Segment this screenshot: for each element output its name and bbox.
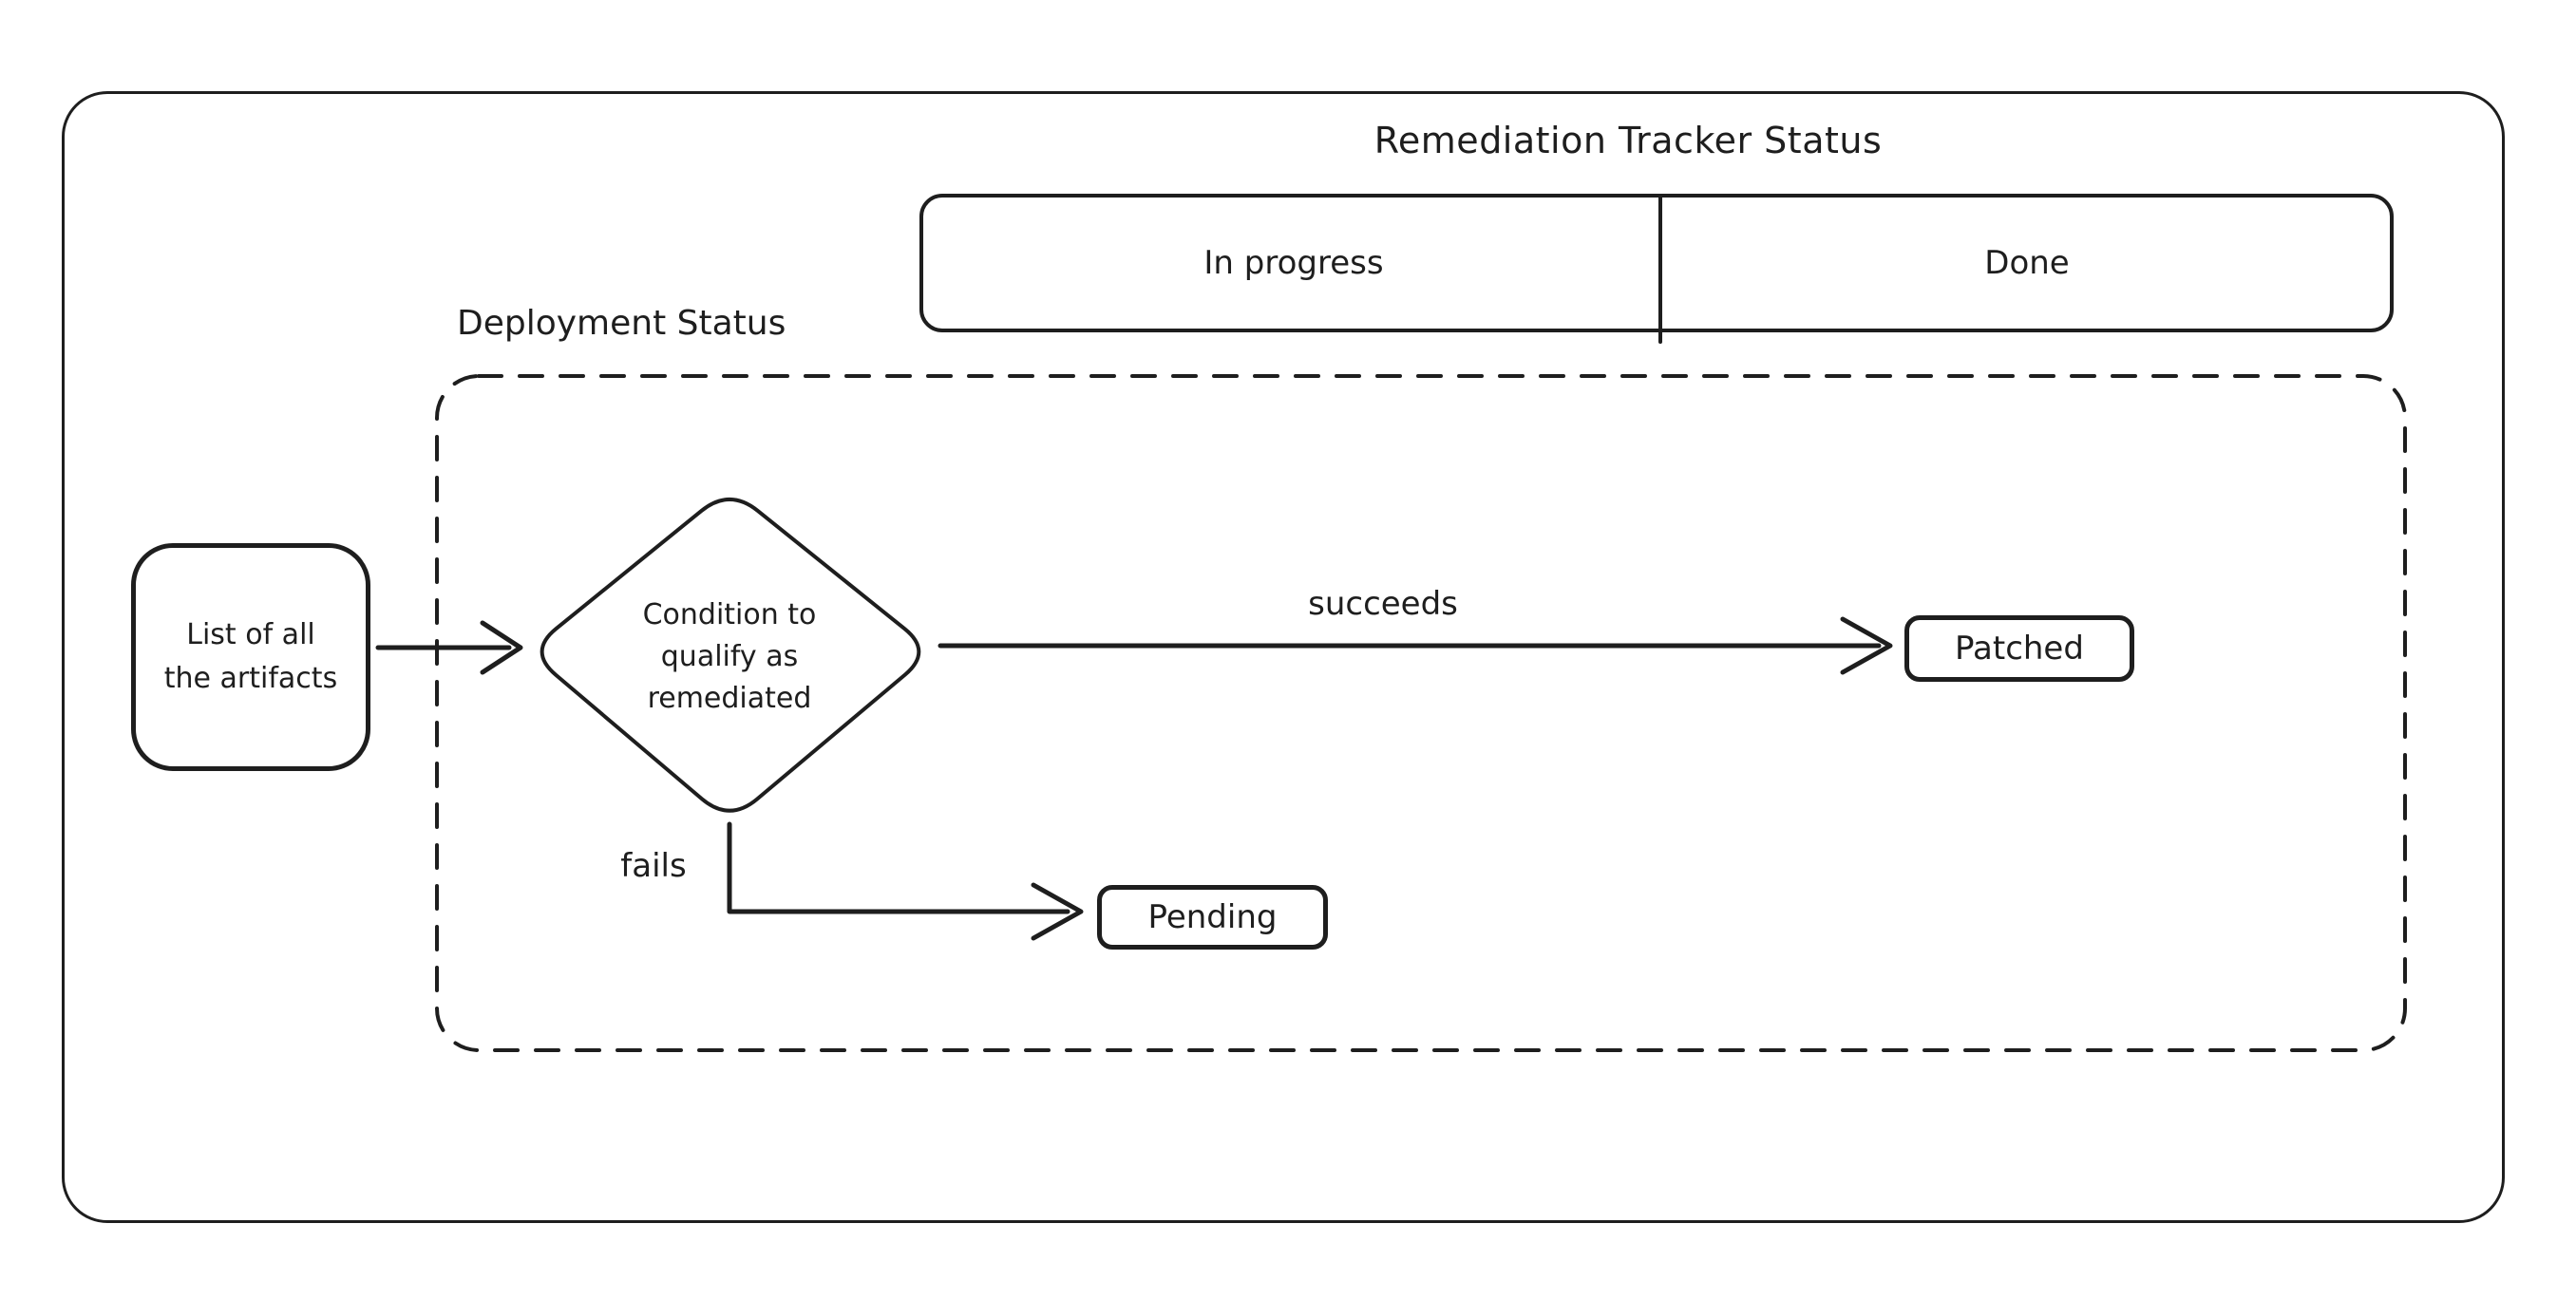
succeeds-edge-label: succeeds bbox=[1308, 585, 1458, 623]
outer-frame bbox=[62, 91, 2505, 1223]
tracker-column-done: Done bbox=[1984, 244, 2070, 282]
tracker-title: Remediation Tracker Status bbox=[1373, 120, 1883, 161]
fails-edge-label: fails bbox=[620, 847, 687, 885]
artifacts-node-label: List of all the artifacts bbox=[163, 618, 338, 695]
pending-node: Pending bbox=[1097, 885, 1328, 950]
condition-node-label: Condition to qualify as remediated bbox=[642, 598, 817, 715]
deployment-status-label: Deployment Status bbox=[457, 304, 786, 343]
tracker-column-in-progress: In progress bbox=[1203, 244, 1384, 282]
patched-node: Patched bbox=[1904, 615, 2134, 682]
tracker-status-bar: In progress Done bbox=[919, 194, 2394, 332]
artifacts-node: List of all the artifacts bbox=[131, 543, 370, 771]
